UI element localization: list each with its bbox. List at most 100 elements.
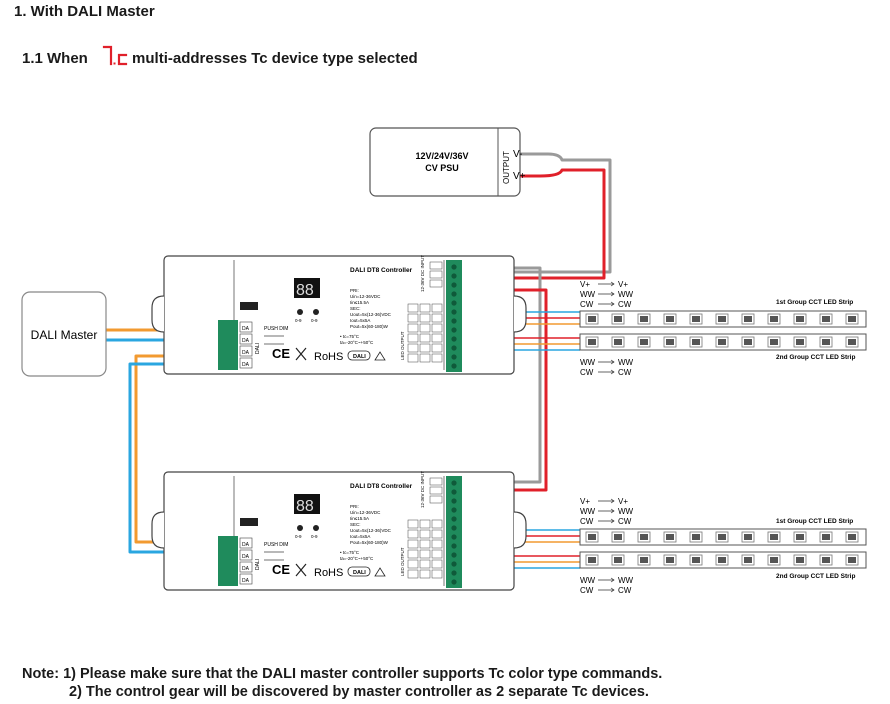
dali-terminal-label: DA (242, 350, 250, 356)
led-chip (663, 313, 677, 325)
rohs-mark: RoHS (314, 567, 343, 579)
output-terminal-box (431, 303, 443, 313)
mode-code-7c (102, 45, 128, 66)
terminal-screw (451, 354, 457, 360)
pin-label-right: V+ (618, 280, 628, 289)
knob-a-icon (297, 525, 303, 531)
output-terminal-box (419, 303, 431, 313)
led-chip (819, 554, 833, 566)
temp-line: • tc=75°C (340, 334, 360, 339)
terminal-screw (451, 318, 457, 324)
pin-label-left: CW (580, 368, 594, 377)
led-output-label: LED OUTPUT (400, 547, 405, 576)
output-terminal-box (407, 313, 419, 323)
psu-label-2: CV PSU (425, 163, 459, 173)
output-terminal-box (419, 313, 431, 323)
power-input-label: 12-36V DC INPUT (420, 255, 425, 292)
led-chip (611, 554, 625, 566)
led-chip (585, 313, 599, 325)
output-terminal-block (446, 476, 462, 588)
dali-logo-frame (347, 566, 371, 577)
output-terminal-box (407, 529, 419, 539)
wire-psu-vplus (458, 168, 606, 284)
output-terminal-box (407, 539, 419, 549)
led-strip: 1st Group CCT LED Strip (579, 518, 867, 546)
pin-label-right: WW (618, 507, 634, 516)
knob-a-label: 0-9 (295, 318, 302, 323)
knob-a-icon (297, 309, 303, 315)
weee-icon (295, 347, 307, 361)
terminal-screw (451, 525, 457, 531)
output-terminal-box (431, 519, 443, 529)
dali-terminal-label: DA (242, 338, 250, 344)
ce-mark: CE (272, 346, 290, 361)
mount-ear-right (513, 295, 527, 333)
led-chip (793, 313, 807, 325)
switch-icon (240, 302, 258, 310)
psu: 12V/24V/36V CV PSU OUTPUT V- V+ (369, 127, 526, 197)
led-chip (689, 531, 703, 543)
dali-terminal-label: DA (242, 542, 250, 548)
pin-label-left: V+ (580, 497, 590, 506)
output-terminal-box (407, 323, 419, 333)
mount-ear-right (513, 511, 527, 549)
pin-arrow (598, 359, 615, 365)
led-chip (585, 554, 599, 566)
dali-terminal-label: DA (242, 362, 250, 368)
output-terminal-box (407, 519, 419, 529)
output-terminal-block (446, 260, 462, 372)
terminal-screw (451, 507, 457, 513)
pin-label-left: CW (580, 300, 594, 309)
output-terminal-box (431, 323, 443, 333)
output-terminal-box (407, 559, 419, 569)
terminal-screw (451, 498, 457, 504)
subsection-prefix: 1.1 When (22, 50, 88, 67)
led-chip (637, 531, 651, 543)
pin-label-right: CW (618, 368, 632, 377)
terminal-screw (451, 480, 457, 486)
led-chip (715, 531, 729, 543)
output-terminal-box (419, 559, 431, 569)
dali-logo: DALI (353, 570, 366, 576)
dali-label: DALI (255, 559, 261, 570)
push-dim-symbol (264, 551, 284, 561)
dali-terminal-label: DA (242, 554, 250, 560)
pin-label-left: V+ (580, 280, 590, 289)
led-chip (767, 531, 781, 543)
spec-line: PRI: (350, 288, 359, 293)
spec-line: SEC: (350, 306, 361, 311)
output-terminal-box (407, 333, 419, 343)
led-chip (845, 313, 859, 325)
dali-terminal-box (239, 345, 253, 357)
dali-terminal-block (218, 320, 238, 370)
pin-label-right: WW (618, 358, 634, 367)
led-chip (637, 336, 651, 348)
dali-logo: DALI (353, 354, 366, 360)
output-terminal-box (419, 519, 431, 529)
led-chip (585, 531, 599, 543)
led-chip (793, 531, 807, 543)
terminal-screw (451, 552, 457, 558)
subsection-suffix: multi-addresses Tc device type selected (132, 50, 418, 67)
terminal-screw (451, 345, 457, 351)
led-chip (611, 531, 625, 543)
led-strip: 2nd Group CCT LED Strip (579, 333, 867, 361)
power-terminal-box (429, 279, 443, 288)
display-digits: 88 (296, 282, 314, 299)
led-chip (819, 313, 833, 325)
spec-line: PRI: (350, 504, 359, 509)
warning-icon (374, 351, 386, 361)
weee-icon (295, 563, 307, 577)
dali-terminal-box (239, 573, 253, 585)
dali-terminal-box (239, 549, 253, 561)
terminal-screw (451, 363, 457, 369)
strip-label: 1st Group CCT LED Strip (776, 518, 853, 525)
power-terminal-box (429, 261, 443, 270)
spec-line: Pout=5x(60-180)W (350, 540, 389, 545)
output-terminal-box (419, 529, 431, 539)
spec-line: Uin=12-36VDC (350, 294, 381, 299)
terminal-screw (451, 516, 457, 522)
pin-label-left: WW (580, 507, 596, 516)
